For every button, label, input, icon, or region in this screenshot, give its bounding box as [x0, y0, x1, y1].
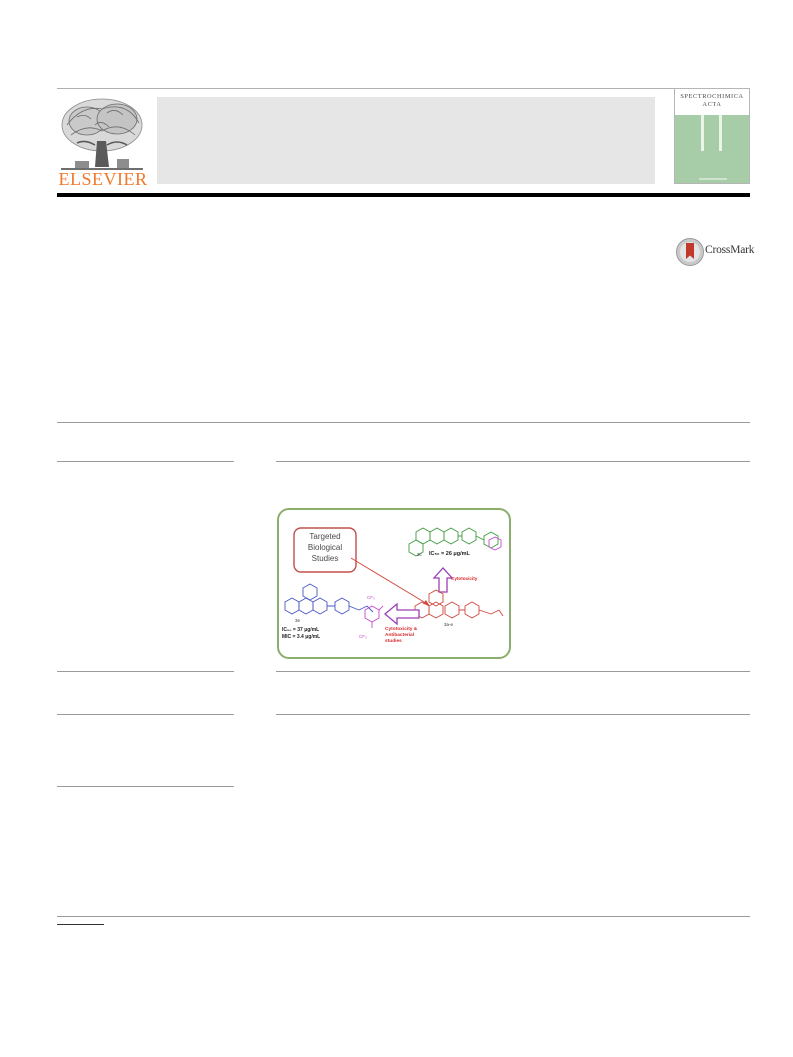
left-compound-ic50: IC₅₀ = 37 μg/mL — [282, 627, 320, 633]
keywords-rule — [57, 786, 234, 787]
footnote-rule — [57, 924, 104, 925]
graphical-abstract: Targeted Biological Studies 3c IC₅₀ = 26… — [277, 508, 511, 659]
cyto-antibacterial-line2: Antibacterial — [385, 633, 415, 639]
cover-footer-line — [699, 178, 727, 180]
article-info-rule — [57, 671, 234, 672]
elsevier-wordmark: ELSEVIER — [58, 169, 148, 189]
antibacterial-arrow — [383, 602, 420, 626]
masthead-top-rule — [57, 88, 750, 89]
abstract-rule — [276, 714, 750, 715]
top-compound-substituent — [488, 536, 502, 551]
elsevier-tree-logo-icon — [61, 98, 143, 170]
targeted-studies-label: Targeted Biological Studies — [294, 531, 356, 564]
cyto-antibacterial-line1: Cytotoxicity & — [385, 627, 418, 632]
targeted-studies-line1: Targeted — [309, 532, 341, 541]
journal-banner — [157, 97, 655, 184]
article-info-rule — [57, 461, 234, 462]
top-compound-structure — [408, 527, 499, 557]
cyto-antibacterial-line3: studies — [385, 639, 402, 645]
left-compound-structure — [284, 583, 374, 615]
targeted-studies-line2: Biological — [307, 543, 343, 552]
left-compound-id: 3e — [295, 618, 301, 623]
left-substituent-label: CF₃ — [367, 595, 375, 600]
footnote-divider — [57, 916, 750, 917]
cytotoxicity-arrow — [432, 567, 454, 593]
cyto-antibacterial-label: Cytotoxicity & Antibacterial studies — [385, 627, 417, 646]
left-compound-substituent — [364, 605, 384, 628]
journal-cover-thumbnail: SPECTROCHIMICA ACTA — [674, 88, 750, 184]
cover-header — [675, 89, 749, 115]
keywords-rule — [57, 714, 234, 715]
left-compound-mic: MIC = 3.4 μg/mL — [282, 634, 321, 640]
cover-title-line1: SPECTROCHIMICA — [680, 93, 744, 100]
targeted-studies-line3: Studies — [311, 554, 339, 563]
cytotoxicity-label: Cytotoxicity — [451, 576, 478, 581]
targeted-studies-box — [293, 527, 357, 573]
top-compound-ic50: IC₅₀ = 26 μg/mL — [429, 551, 470, 557]
cover-title-line2: ACTA — [702, 101, 722, 108]
masthead-thick-rule — [57, 193, 750, 197]
series-label: 3a-e — [444, 622, 454, 627]
abstract-rule — [276, 461, 750, 462]
targeting-arrow — [350, 557, 430, 606]
cover-stripe — [719, 115, 722, 151]
series-structure — [414, 589, 504, 619]
crossmark-label[interactable]: CrossMark — [705, 244, 755, 256]
top-compound-id: 3c — [417, 552, 422, 557]
graphical-abstract-drawing — [284, 527, 504, 628]
cover-stripe — [701, 115, 704, 151]
abstract-rule — [276, 671, 750, 672]
center-substituent-label: CF₃ — [359, 634, 367, 639]
section-divider — [57, 422, 750, 423]
crossmark-icon[interactable] — [675, 237, 705, 267]
